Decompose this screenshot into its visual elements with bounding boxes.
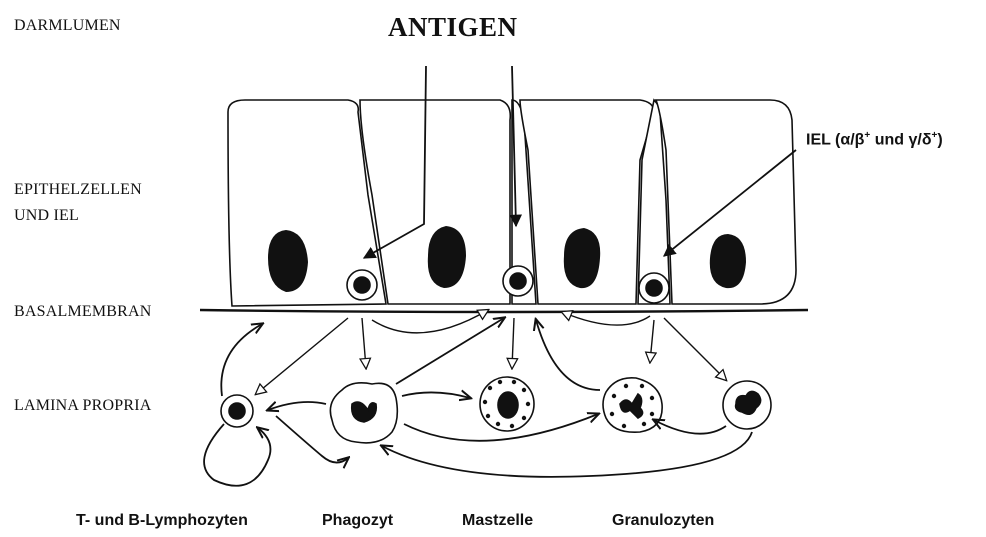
open-arrow-up-curve-right	[562, 312, 650, 325]
arrow-granulocyte2-to-phagocyte	[382, 432, 752, 477]
nucleus-4	[710, 234, 746, 288]
arrow-phagocyte-to-mast	[402, 392, 470, 398]
lymphocyte-nucleus	[229, 403, 245, 419]
iel-nucleus-2	[510, 273, 526, 289]
nucleus-2	[428, 226, 466, 288]
arrow-lymph-to-membrane	[221, 324, 262, 396]
arrow-phagocyte-to-lymph	[268, 402, 326, 410]
open-arrow-down-phagocyte	[362, 318, 366, 368]
open-arrow-down-left	[256, 318, 348, 394]
mast-cell-nucleus	[498, 392, 518, 418]
open-arrow-down-granulocyte	[650, 320, 654, 362]
interaction-arrows	[204, 318, 752, 486]
arrow-granulocyte2-to-granulocyte	[654, 420, 726, 434]
basement-membrane-line	[200, 310, 808, 312]
arrow-granulocyte-to-membrane	[536, 320, 600, 390]
arrow-lymph-self-loop	[204, 424, 270, 486]
open-arrow-down-mast	[512, 318, 514, 368]
iel-nucleus-1	[354, 277, 370, 293]
iel-nucleus-3	[646, 280, 662, 296]
open-arrow-up-curve	[372, 310, 488, 333]
open-arrow-down-right	[664, 318, 726, 380]
nucleus-3	[564, 228, 600, 288]
